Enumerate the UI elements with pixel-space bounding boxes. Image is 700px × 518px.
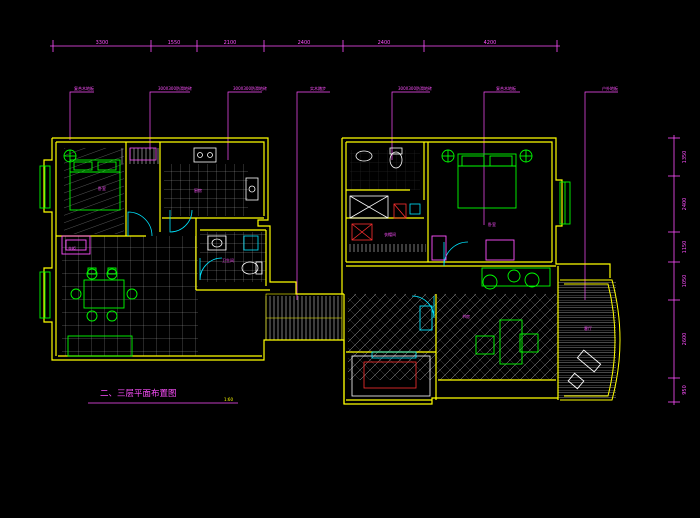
dim-label-5: 2400 — [378, 40, 391, 46]
vdim-label-1: 1350 — [682, 151, 688, 164]
windows — [39, 165, 571, 319]
doors — [127, 209, 469, 319]
callout-6: 复合木地板 — [496, 85, 516, 91]
furniture-right — [419, 149, 551, 365]
callout-4: 实木踏步 — [310, 85, 326, 91]
callout-3: 300X300防滑地砖 — [233, 85, 267, 91]
top-dimension-chain — [50, 40, 560, 52]
furniture-left — [61, 149, 138, 357]
fixtures-left — [129, 147, 263, 275]
room-label-1: 卧室 — [98, 185, 106, 191]
dim-label-2: 1550 — [168, 40, 181, 46]
callout-2: 300X300防滑地砖 — [158, 85, 192, 91]
room-label-3: 厨房 — [194, 187, 202, 193]
deck-chair — [567, 349, 602, 390]
vdim-label-5: 2600 — [682, 333, 688, 346]
room-label-7: 书房 — [462, 313, 470, 319]
stairs — [265, 293, 343, 341]
room-label-5: 衣帽间 — [384, 231, 396, 237]
vdim-label-6: 950 — [682, 385, 688, 395]
vdim-label-2: 2400 — [682, 198, 688, 211]
drawing-title-block: 二、三层平面布置图 1:60 — [88, 388, 238, 404]
vdim-label-4: 1050 — [682, 275, 688, 288]
fixtures-right — [349, 147, 421, 241]
drawing-scale: 1:60 — [224, 397, 233, 402]
callout-1: 复合木地板 — [74, 85, 94, 91]
study-furniture — [351, 351, 431, 397]
callout-5: 300X300防滑地砖 — [398, 85, 432, 91]
right-dimension-chain — [668, 135, 680, 405]
room-label-6: 卧室 — [488, 221, 496, 227]
room-label-4: 卫生间 — [222, 257, 234, 263]
dim-label-3: 2100 — [224, 40, 237, 46]
room-label-8: 客厅 — [584, 325, 592, 331]
drawing-title: 二、三层平面布置图 — [100, 388, 177, 399]
leader-lines — [69, 91, 618, 300]
floor-hatching — [62, 148, 616, 398]
vdim-label-3: 1150 — [682, 241, 688, 254]
callout-7: 户外地板 — [602, 85, 618, 91]
dim-label-6: 4200 — [484, 40, 497, 46]
room-label-2: 衣柜 — [68, 245, 76, 251]
dim-label-4: 2400 — [298, 40, 311, 46]
balcony — [560, 279, 621, 401]
dim-label-1: 3300 — [96, 40, 109, 46]
